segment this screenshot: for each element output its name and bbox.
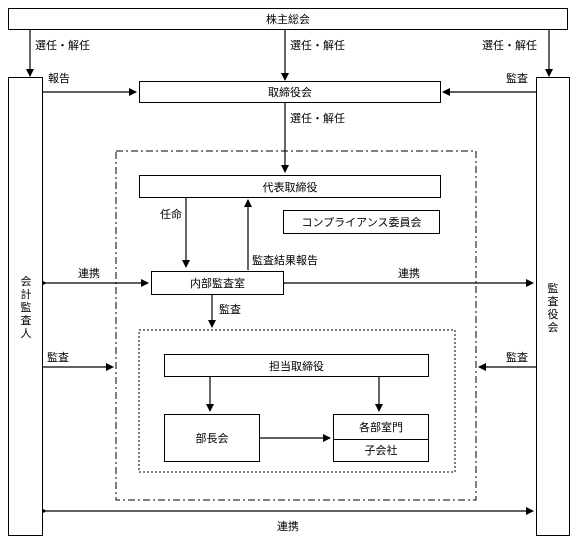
shareholders-label: 株主総会 [266, 13, 310, 26]
label-report: 報告 [48, 72, 70, 85]
label-audit-result-report: 監査結果報告 [252, 254, 318, 267]
ceo-label: 代表取締役 [262, 180, 318, 194]
label-coop-left: 連携 [78, 267, 100, 280]
dept-heads-box: 部長会 [164, 414, 260, 462]
internal-audit-box: 内部監査室 [151, 271, 284, 295]
director-in-charge-label: 担当取締役 [269, 359, 324, 373]
departments-box: 各部室門 子会社 [333, 414, 429, 462]
label-appoint-dismiss-right: 選任・解任 [482, 39, 537, 52]
internal-audit-label: 内部監査室 [190, 277, 245, 290]
label-audit-internal: 監査 [219, 303, 241, 316]
shareholders-box: 株主総会 [8, 8, 568, 30]
departments-divider [334, 439, 428, 440]
label-coop-bottom: 連携 [277, 520, 299, 533]
label-appoint-dismiss-center: 選任・解任 [290, 39, 345, 52]
auditor-label: 会計監査人 [20, 275, 32, 340]
ceo-box: 代表取締役 [139, 175, 441, 198]
director-in-charge-box: 担当取締役 [164, 354, 429, 377]
board-box: 取締役会 [139, 81, 441, 103]
compliance-label: コンプライアンス委員会 [301, 216, 422, 229]
label-audit-right: 監査 [506, 351, 528, 364]
board-label: 取締役会 [268, 86, 312, 99]
departments-label-cell: 各部室門 [334, 415, 428, 439]
label-coop-right: 連携 [398, 267, 420, 280]
label-appoint-dismiss-left: 選任・解任 [35, 39, 90, 52]
departments-label: 各部室門 [359, 421, 403, 434]
label-appoint-dismiss-ceo: 選任・解任 [290, 112, 345, 125]
company-dashed-frame [115, 150, 477, 501]
audit-board-box [536, 77, 570, 536]
audit-board-label: 監査役会 [547, 282, 559, 334]
label-audit-board-to-board: 監査 [506, 72, 528, 85]
label-audit-left: 監査 [47, 351, 69, 364]
business-dotted-frame [138, 329, 456, 473]
subsidiaries-label: 子会社 [364, 444, 398, 457]
compliance-box: コンプライアンス委員会 [283, 210, 440, 234]
label-appoint: 任命 [160, 208, 182, 221]
subsidiaries-label-cell: 子会社 [334, 439, 428, 461]
auditor-box [8, 77, 43, 536]
dept-heads-label: 部長会 [195, 432, 229, 445]
